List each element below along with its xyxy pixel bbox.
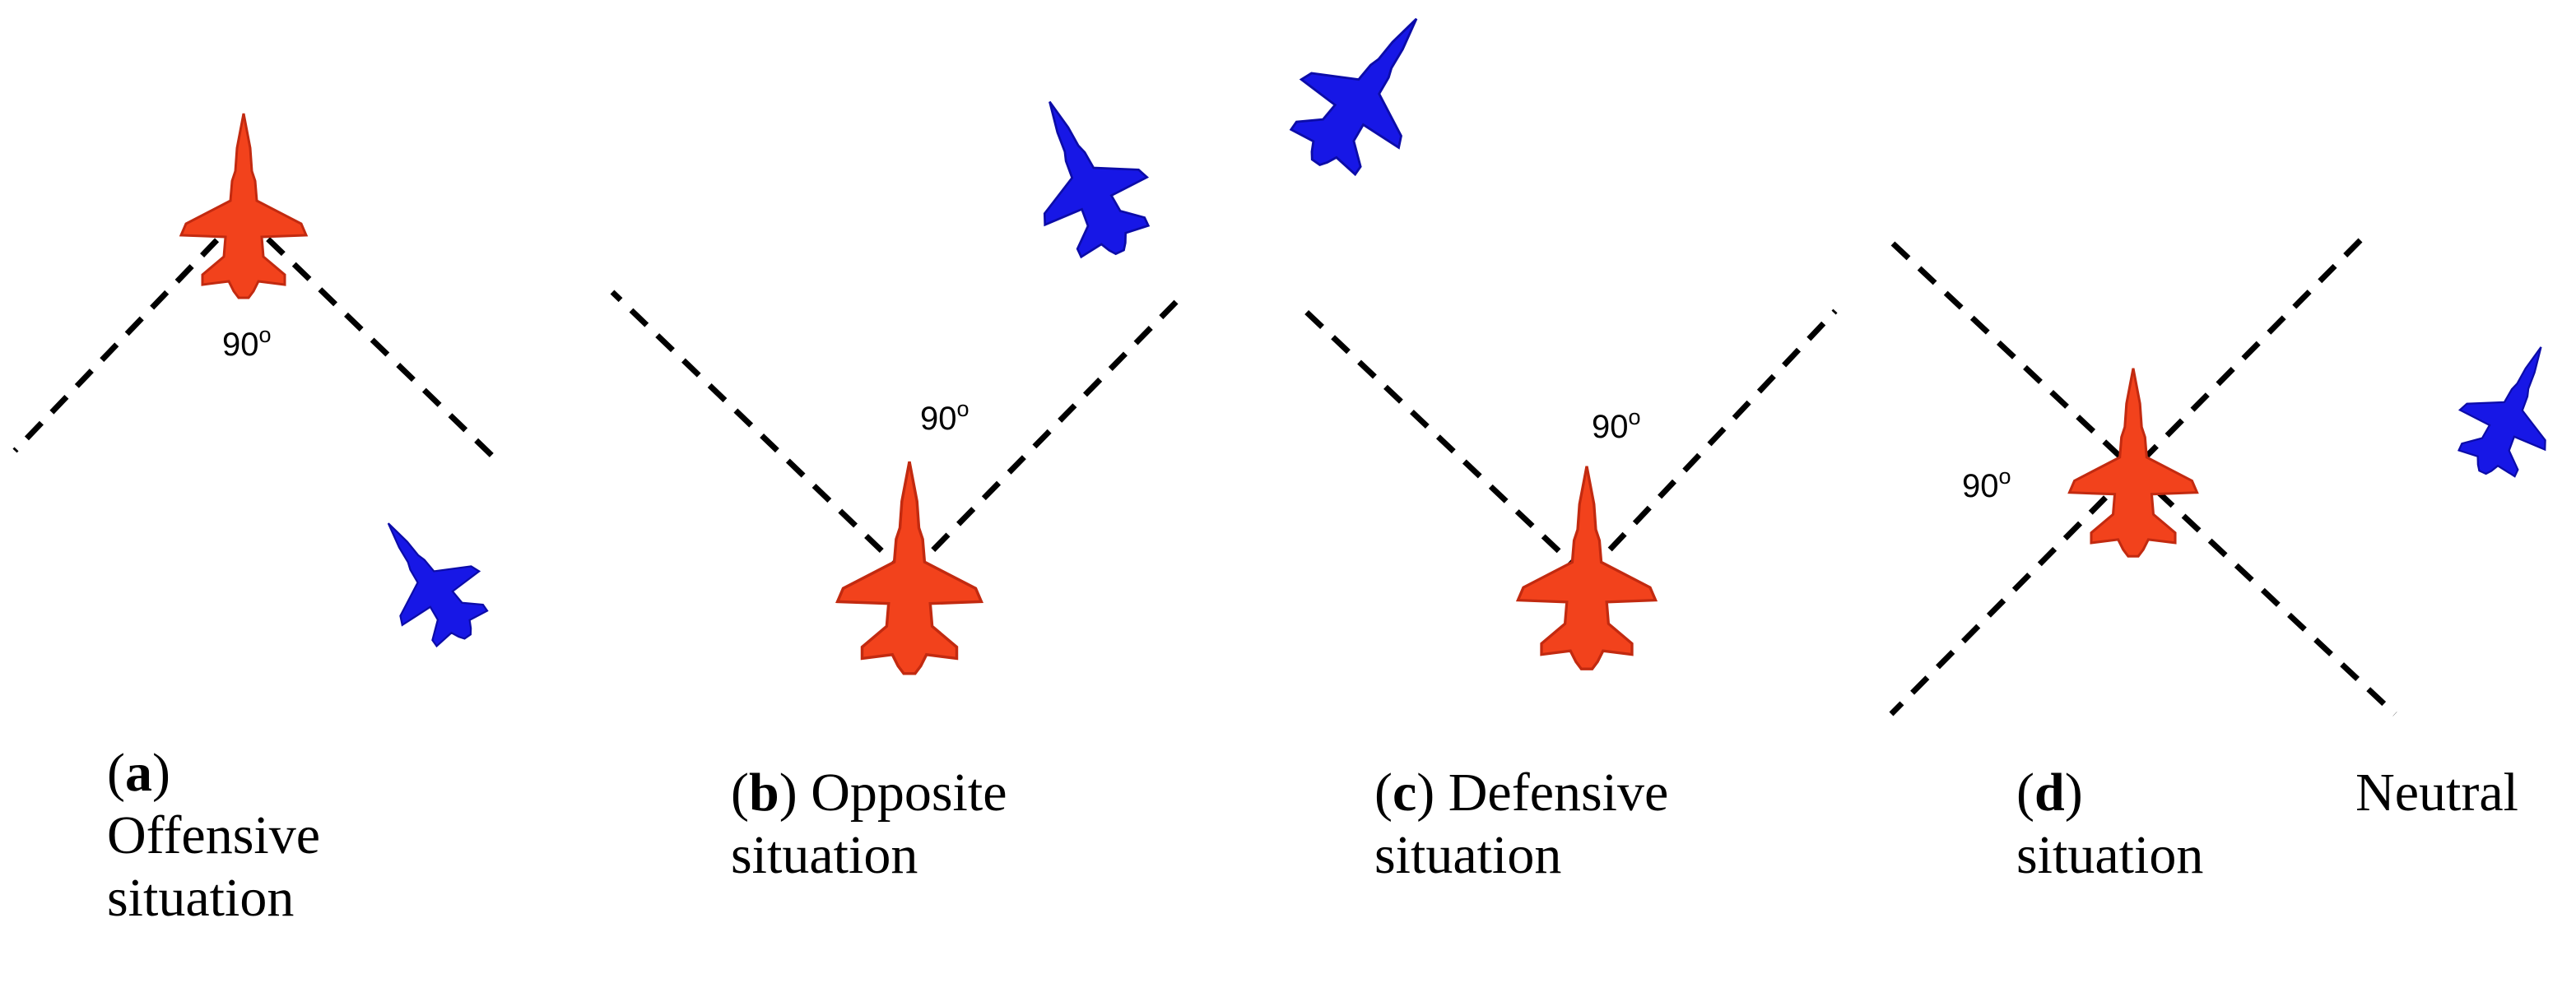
- panel-b-own-aircraft-icon: [835, 460, 983, 675]
- panel-c-own-aircraft-icon: [1516, 465, 1658, 670]
- panel-a-own-aircraft-icon: [179, 112, 308, 299]
- panel-b-caption-subtitle: situation: [731, 825, 918, 885]
- panel-a: 90o: [12, 112, 507, 665]
- panel-a-angle-label: 90o: [222, 322, 272, 363]
- panel-b-caption-tag: b: [748, 763, 779, 823]
- panel-c-caption-tag: c: [1392, 763, 1417, 823]
- panel-c-right-sector-line: [1583, 308, 1838, 578]
- panel-b-angle-label: 90o: [920, 396, 969, 437]
- panel-b-left-sector-line: [610, 290, 910, 578]
- panel-d-caption-title: Neutral: [2355, 763, 2518, 823]
- panel-c-enemy-aircraft-icon: [1266, 0, 1467, 197]
- panel-a-caption: (a) Offensive situation: [107, 743, 321, 928]
- panel-b: 90o: [610, 77, 1183, 675]
- panel-c-caption-title: Defensive: [1448, 763, 1669, 823]
- panel-d-caption-tag: d: [2034, 763, 2065, 823]
- panel-b-enemy-aircraft-icon: [997, 77, 1172, 277]
- panel-c: 90o: [1266, 0, 1838, 670]
- panel-d-angle-label: 90o: [1962, 464, 2011, 504]
- panel-a-caption-title: Offensive: [107, 805, 321, 865]
- panel-c-caption: (c) Defensive situation: [1374, 763, 1669, 885]
- panel-d-caption-subtitle: situation: [2016, 825, 2204, 885]
- panel-c-left-sector-line: [1303, 308, 1588, 578]
- panel-b-right-sector-line: [905, 295, 1183, 578]
- panel-d-enemy-aircraft-icon: [2439, 326, 2576, 494]
- panel-a-left-sector-line: [12, 211, 244, 453]
- panel-a-right-sector-line: [239, 211, 496, 460]
- panel-c-caption-subtitle: situation: [1374, 825, 1562, 885]
- panel-a-caption-subtitle: situation: [107, 868, 295, 928]
- panel-c-angle-label: 90o: [1592, 405, 1641, 445]
- panel-a-caption-tag: a: [124, 743, 152, 803]
- panel-b-caption-title: Opposite: [811, 763, 1007, 823]
- panel-d: 90o: [1889, 238, 2576, 716]
- panel-d-own-aircraft-icon: [2067, 367, 2199, 558]
- panel-b-caption: (b) Opposite situation: [731, 763, 1007, 885]
- panel-d-caption: (d)Neutral situation: [2016, 763, 2518, 885]
- panel-a-enemy-aircraft-icon: [349, 495, 507, 665]
